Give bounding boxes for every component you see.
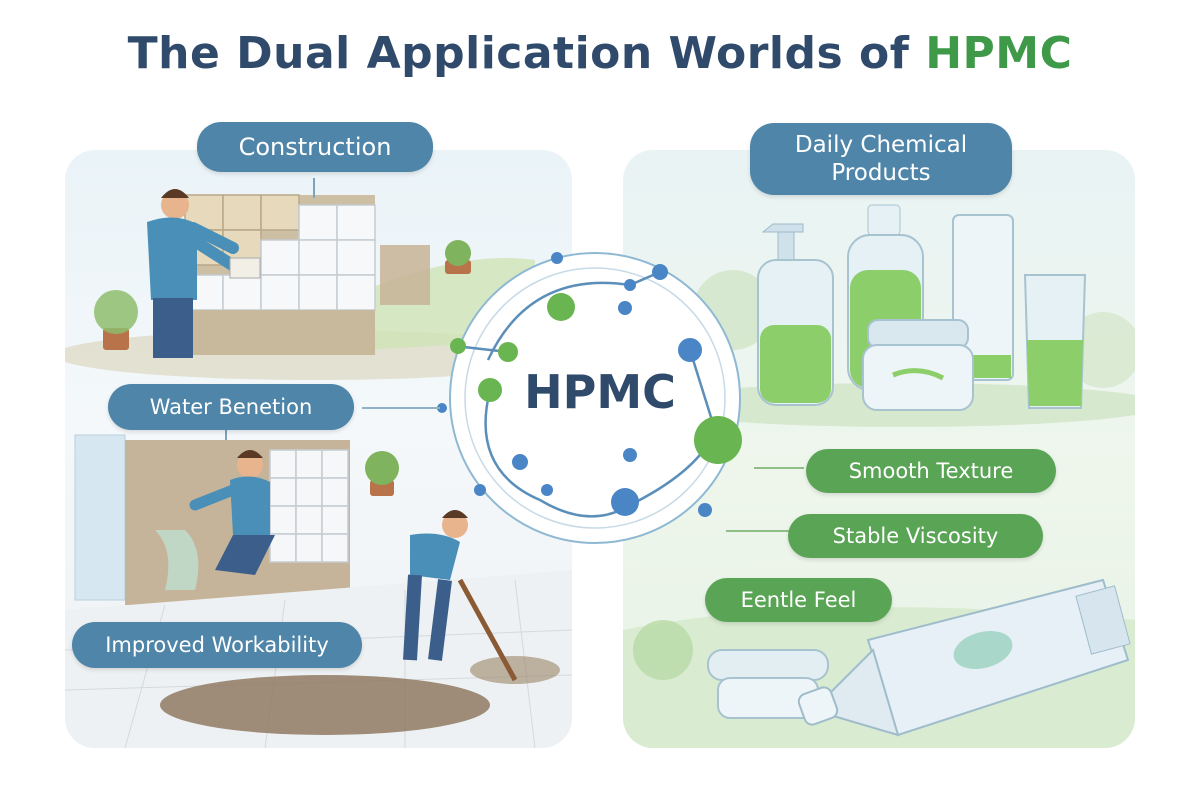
daily-chemical-label-line1: Daily Chemical bbox=[794, 132, 968, 158]
daily-chemical-panel bbox=[623, 150, 1135, 748]
molecule-node bbox=[551, 252, 563, 264]
feature-improved-workability: Improved Workability bbox=[72, 622, 362, 668]
molecule-node bbox=[698, 503, 712, 517]
molecule-node bbox=[694, 416, 742, 464]
molecule-node bbox=[618, 301, 632, 315]
molecule-node bbox=[478, 378, 502, 402]
molecule-node bbox=[623, 448, 637, 462]
plant-pot-icon bbox=[445, 240, 471, 274]
title-accent: HPMC bbox=[925, 28, 1073, 79]
molecule-node bbox=[541, 484, 553, 496]
worker-kneeling-figure bbox=[189, 450, 275, 575]
molecule-node bbox=[547, 293, 575, 321]
molecule-node bbox=[512, 454, 528, 470]
toothpaste-tube-icon bbox=[797, 578, 1131, 737]
page-title: The Dual Application Worlds of HPMC bbox=[0, 28, 1200, 79]
glass-icon bbox=[1023, 274, 1087, 409]
molecule-node bbox=[652, 264, 668, 280]
feature-stable-viscosity: Stable Viscosity bbox=[788, 514, 1043, 558]
molecule-node bbox=[678, 338, 702, 362]
daily-chemical-label-line2: Products bbox=[831, 160, 931, 186]
plant-pot-icon bbox=[94, 290, 138, 350]
daily-chemical-label: Daily Chemical Products bbox=[750, 123, 1012, 195]
molecule-node bbox=[450, 338, 466, 354]
feature-gentle-feel: Eentle Feel bbox=[705, 578, 892, 622]
worker-figure bbox=[147, 189, 261, 358]
center-hpmc-label: HPMC bbox=[524, 365, 676, 419]
tile-wall-top bbox=[184, 194, 376, 355]
feature-water-retention: Water Benetion bbox=[108, 384, 354, 430]
daily-chemical-illustration bbox=[623, 204, 1135, 748]
molecule-node bbox=[474, 484, 486, 496]
molecule-node bbox=[498, 342, 518, 362]
feature-smooth-texture: Smooth Texture bbox=[806, 449, 1056, 493]
cream-jar-icon bbox=[707, 649, 829, 719]
construction-illustration bbox=[65, 189, 572, 748]
pump-bottle-icon bbox=[757, 223, 834, 406]
construction-panel bbox=[65, 150, 572, 748]
molecule-node bbox=[437, 403, 447, 413]
title-main: The Dual Application Worlds of bbox=[127, 28, 910, 79]
construction-label: Construction bbox=[197, 122, 433, 172]
molecule-node bbox=[611, 488, 639, 516]
hpmc-molecule-diagram bbox=[437, 252, 742, 544]
worker-mixing-figure bbox=[403, 510, 518, 682]
plant-pot-icon bbox=[365, 451, 399, 496]
molecule-node bbox=[624, 279, 636, 291]
jar-icon bbox=[862, 319, 974, 411]
